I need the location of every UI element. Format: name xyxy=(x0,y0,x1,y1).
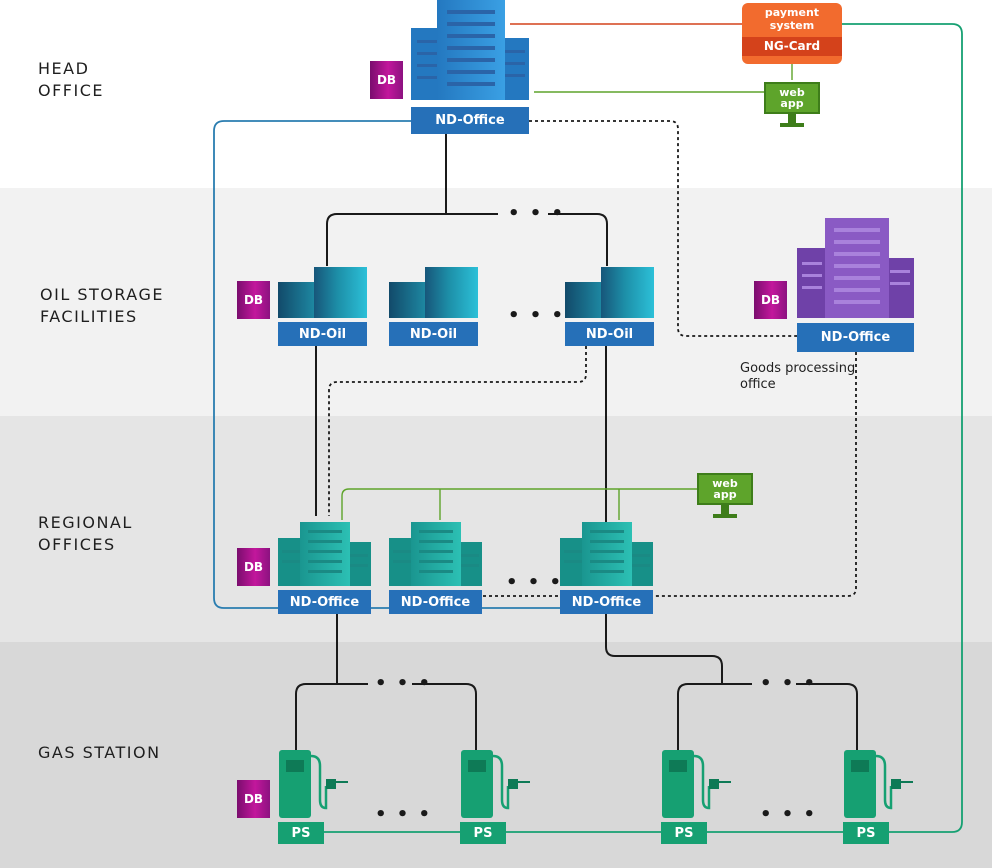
database-head-office: DB xyxy=(370,61,403,99)
monitor-stand-icon xyxy=(788,114,796,123)
link-head-to-goods-dotted xyxy=(529,120,797,337)
petrol-station-node-1[interactable]: PS xyxy=(278,822,324,844)
ellipsis-stations-left: • • • xyxy=(375,804,433,825)
oil-tree-branch-left xyxy=(326,213,498,266)
payment-system[interactable]: payment system NG-Card xyxy=(742,3,842,64)
oil-facility-3-building xyxy=(565,267,654,318)
regional-office-1-building xyxy=(278,522,371,586)
oil-facility-node-1[interactable]: ND-Oil xyxy=(278,322,367,346)
web-app-head-office-label: web app xyxy=(764,82,820,114)
ellipsis-oil-branch: • • • xyxy=(508,203,566,224)
station-tree-right-a xyxy=(677,683,752,750)
web-app-head-office[interactable]: web app xyxy=(764,82,820,128)
gas-pump-3 xyxy=(662,750,731,818)
band-label-regional-offices: REGIONAL OFFICES xyxy=(38,513,133,554)
link-regional-webapp xyxy=(341,488,697,520)
database-gas-station: DB xyxy=(237,780,270,818)
goods-office-building xyxy=(797,218,914,318)
oil-facility-2-building xyxy=(389,267,478,318)
regional-office-node-2[interactable]: ND-Office xyxy=(389,590,482,614)
link-payment-to-stations-green xyxy=(278,23,963,833)
oil-tree-branch-right xyxy=(548,213,608,266)
petrol-station-node-3[interactable]: PS xyxy=(661,822,707,844)
station-tree-left-b xyxy=(412,683,477,750)
oil-facility-node-2[interactable]: ND-Oil xyxy=(389,322,478,346)
gas-pump-2 xyxy=(461,750,530,818)
ellipsis-stations-right: • • • xyxy=(760,804,818,825)
regional-office-3-building xyxy=(560,522,653,586)
ellipsis-regional-nodes: • • • xyxy=(506,572,564,593)
head-office-node[interactable]: ND-Office xyxy=(411,107,529,134)
band-label-head-office: HEAD OFFICE xyxy=(38,59,104,100)
database-goods-office: DB xyxy=(754,281,787,319)
ellipsis-station-branch-right: • • • xyxy=(760,673,818,694)
goods-office-node[interactable]: ND-Office xyxy=(797,323,914,352)
database-regional: DB xyxy=(237,548,270,586)
database-oil-storage: DB xyxy=(237,281,270,319)
link-head-to-regional-blue xyxy=(213,120,560,609)
petrol-station-node-2[interactable]: PS xyxy=(460,822,506,844)
ellipsis-oil-nodes: • • • xyxy=(508,305,566,326)
band-label-oil-storage: OIL STORAGE FACILITIES xyxy=(40,285,164,326)
station-tree-left-a xyxy=(295,683,368,750)
payment-system-ng-card: NG-Card xyxy=(742,37,842,56)
web-app-regional-label: web app xyxy=(697,473,753,505)
regional-office-node-1[interactable]: ND-Office xyxy=(278,590,371,614)
payment-system-title: payment system xyxy=(764,6,820,32)
goods-processing-office-caption: Goods processing office xyxy=(740,361,856,392)
link-oil3-to-regional1-dotted xyxy=(328,346,587,516)
oil-facility-1-building xyxy=(278,267,367,318)
monitor-stand-icon xyxy=(721,505,729,514)
regional-office-2-building xyxy=(389,522,482,586)
regional-office-node-3[interactable]: ND-Office xyxy=(560,590,653,614)
band-label-gas-station: GAS STATION xyxy=(38,743,161,762)
oil-facility-node-3[interactable]: ND-Oil xyxy=(565,322,654,346)
station-tree-right-b xyxy=(796,683,858,750)
monitor-base-icon xyxy=(780,123,804,127)
head-office-building xyxy=(411,0,529,100)
link-goods-to-regional3-dotted xyxy=(654,352,857,597)
monitor-base-icon xyxy=(713,514,737,518)
band-regional-offices xyxy=(0,416,992,642)
web-app-regional[interactable]: web app xyxy=(697,473,753,519)
gas-pump-4 xyxy=(844,750,913,818)
link-regional3-to-stations xyxy=(605,614,723,684)
gas-pump-1 xyxy=(279,750,348,818)
ellipsis-station-branch-left: • • • xyxy=(375,673,433,694)
petrol-station-node-4[interactable]: PS xyxy=(843,822,889,844)
